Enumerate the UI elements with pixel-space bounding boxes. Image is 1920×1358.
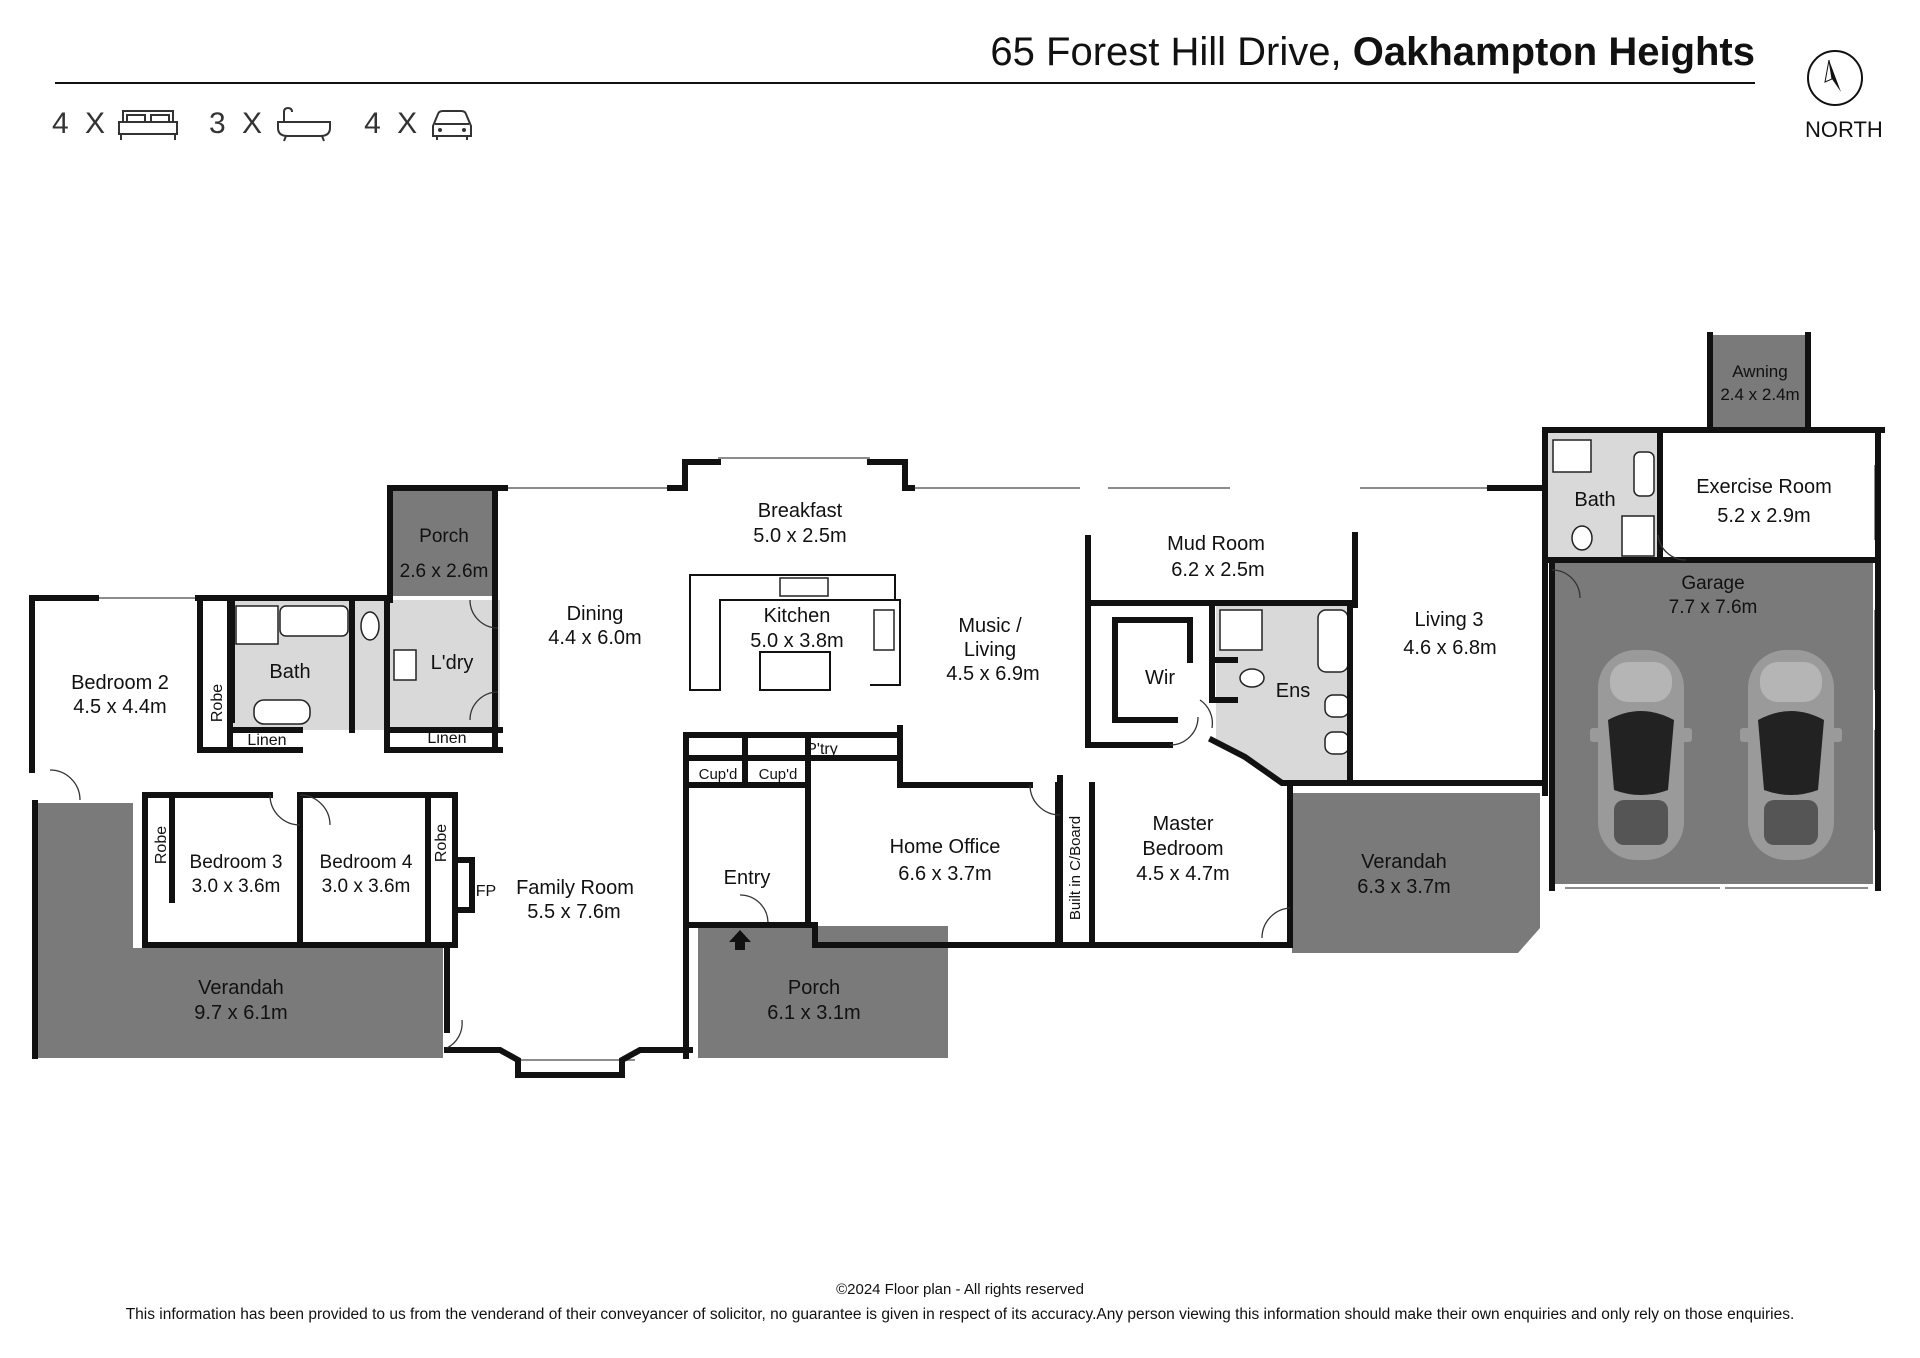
car-left-icon	[1590, 650, 1692, 860]
car-count-text: 4 X	[364, 107, 422, 140]
master-label-1: Master	[1152, 813, 1213, 835]
car-count: 4 X	[364, 106, 475, 142]
linen2-label: Linen	[427, 730, 466, 747]
bedroom3-size: 3.0 x 3.6m	[192, 876, 281, 897]
built-in-cboard-label: Built in C/Board	[1067, 816, 1084, 920]
robe-b2-label: Robe	[209, 684, 226, 722]
bedroom4-label: Bedroom 4	[320, 852, 413, 873]
awning-size: 2.4 x 2.4m	[1720, 385, 1799, 404]
awning-area	[1710, 335, 1808, 430]
mud-room-label: Mud Room	[1167, 533, 1265, 555]
header-divider	[55, 82, 1755, 84]
compass-icon	[1807, 50, 1863, 106]
verandah-east-area	[1292, 793, 1540, 953]
entry-label: Entry	[724, 867, 771, 889]
ldry-label: L'dry	[431, 652, 474, 674]
verandah-east-label: Verandah	[1361, 851, 1447, 873]
verandah-east-size: 6.3 x 3.7m	[1357, 876, 1450, 898]
dining-size: 4.4 x 6.0m	[548, 627, 641, 649]
kitchen-size: 5.0 x 3.8m	[750, 630, 843, 652]
property-address: 65 Forest Hill Drive, Oakhampton Heights	[0, 30, 1755, 75]
garage-cars	[1590, 650, 1842, 860]
disclaimer-text: This information has been provided to us…	[125, 1306, 1795, 1323]
bedroom4-size: 3.0 x 3.6m	[322, 876, 411, 897]
porch-front-label: Porch	[788, 977, 840, 999]
porch-north-size: 2.6 x 2.6m	[400, 561, 489, 582]
music-living-size: 4.5 x 6.9m	[946, 663, 1039, 685]
street-address: 65 Forest Hill Drive,	[990, 30, 1342, 74]
family-room-size: 5.5 x 7.6m	[527, 901, 620, 923]
copyright-notice: ©2024 Floor plan - All rights reserved	[836, 1281, 1084, 1298]
kitchen-benches	[689, 574, 901, 691]
porch-front-size: 6.1 x 3.1m	[767, 1002, 860, 1024]
robe-b4-label: Robe	[433, 824, 450, 862]
bed-icon	[118, 110, 179, 140]
exercise-room-label: Exercise Room	[1696, 476, 1832, 498]
walls	[29, 332, 1885, 1078]
bathroom-count: 3 X	[209, 106, 334, 142]
home-office-label: Home Office	[890, 836, 1001, 858]
music-living-label-2: Living	[964, 639, 1016, 661]
ens-label: Ens	[1276, 680, 1310, 702]
breakfast-size: 5.0 x 2.5m	[753, 525, 846, 547]
family-room-label: Family Room	[516, 877, 634, 899]
master-label-2: Bedroom	[1142, 838, 1223, 860]
breakfast-label: Breakfast	[758, 500, 843, 522]
porch-north-label: Porch	[419, 526, 469, 547]
verandah-west-label: Verandah	[198, 977, 284, 999]
entry-arrow-icon	[729, 930, 751, 950]
property-features: 4 X 3 X 4 X	[52, 104, 505, 144]
fp-label: FP	[476, 883, 496, 900]
bedroom2-label: Bedroom 2	[71, 672, 169, 694]
ptry-label: P'try	[806, 741, 838, 758]
cupd1-label: Cup'd	[699, 766, 738, 783]
kitchen-label: Kitchen	[764, 605, 831, 627]
robe-b3-label: Robe	[153, 826, 170, 864]
wir-label: Wir	[1145, 667, 1175, 689]
bedroom-count: 4 X	[52, 106, 179, 142]
bath-main-label: Bath	[269, 661, 310, 683]
bedroom2-size: 4.5 x 4.4m	[73, 696, 166, 718]
bath-garage-label: Bath	[1574, 489, 1615, 511]
garage-size: 7.7 x 7.6m	[1669, 597, 1758, 618]
master-size: 4.5 x 4.7m	[1136, 863, 1229, 885]
mud-room-size: 6.2 x 2.5m	[1171, 559, 1264, 581]
bathtub-icon	[277, 106, 332, 142]
linen1-label: Linen	[247, 732, 286, 749]
living3-size: 4.6 x 6.8m	[1403, 637, 1496, 659]
bathroom-count-text: 3 X	[209, 107, 267, 140]
car-right-icon	[1740, 650, 1842, 860]
door-swings	[49, 534, 1687, 1049]
garage-label: Garage	[1681, 573, 1744, 594]
car-icon	[432, 110, 473, 140]
home-office-size: 6.6 x 3.7m	[898, 863, 991, 885]
living3-label: Living 3	[1415, 609, 1484, 631]
cupd2-label: Cup'd	[759, 766, 798, 783]
dining-label: Dining	[567, 603, 624, 625]
bedroom-count-text: 4 X	[52, 107, 110, 140]
verandah-west-size: 9.7 x 6.1m	[194, 1002, 287, 1024]
awning-label: Awning	[1732, 362, 1787, 381]
suburb-name: Oakhampton Heights	[1352, 30, 1755, 74]
verandah-west-area	[32, 803, 443, 1058]
music-living-label-1: Music /	[958, 615, 1022, 637]
bedroom3-label: Bedroom 3	[190, 852, 283, 873]
exercise-room-size: 5.2 x 2.9m	[1717, 505, 1810, 527]
porch-north-area	[390, 488, 494, 596]
